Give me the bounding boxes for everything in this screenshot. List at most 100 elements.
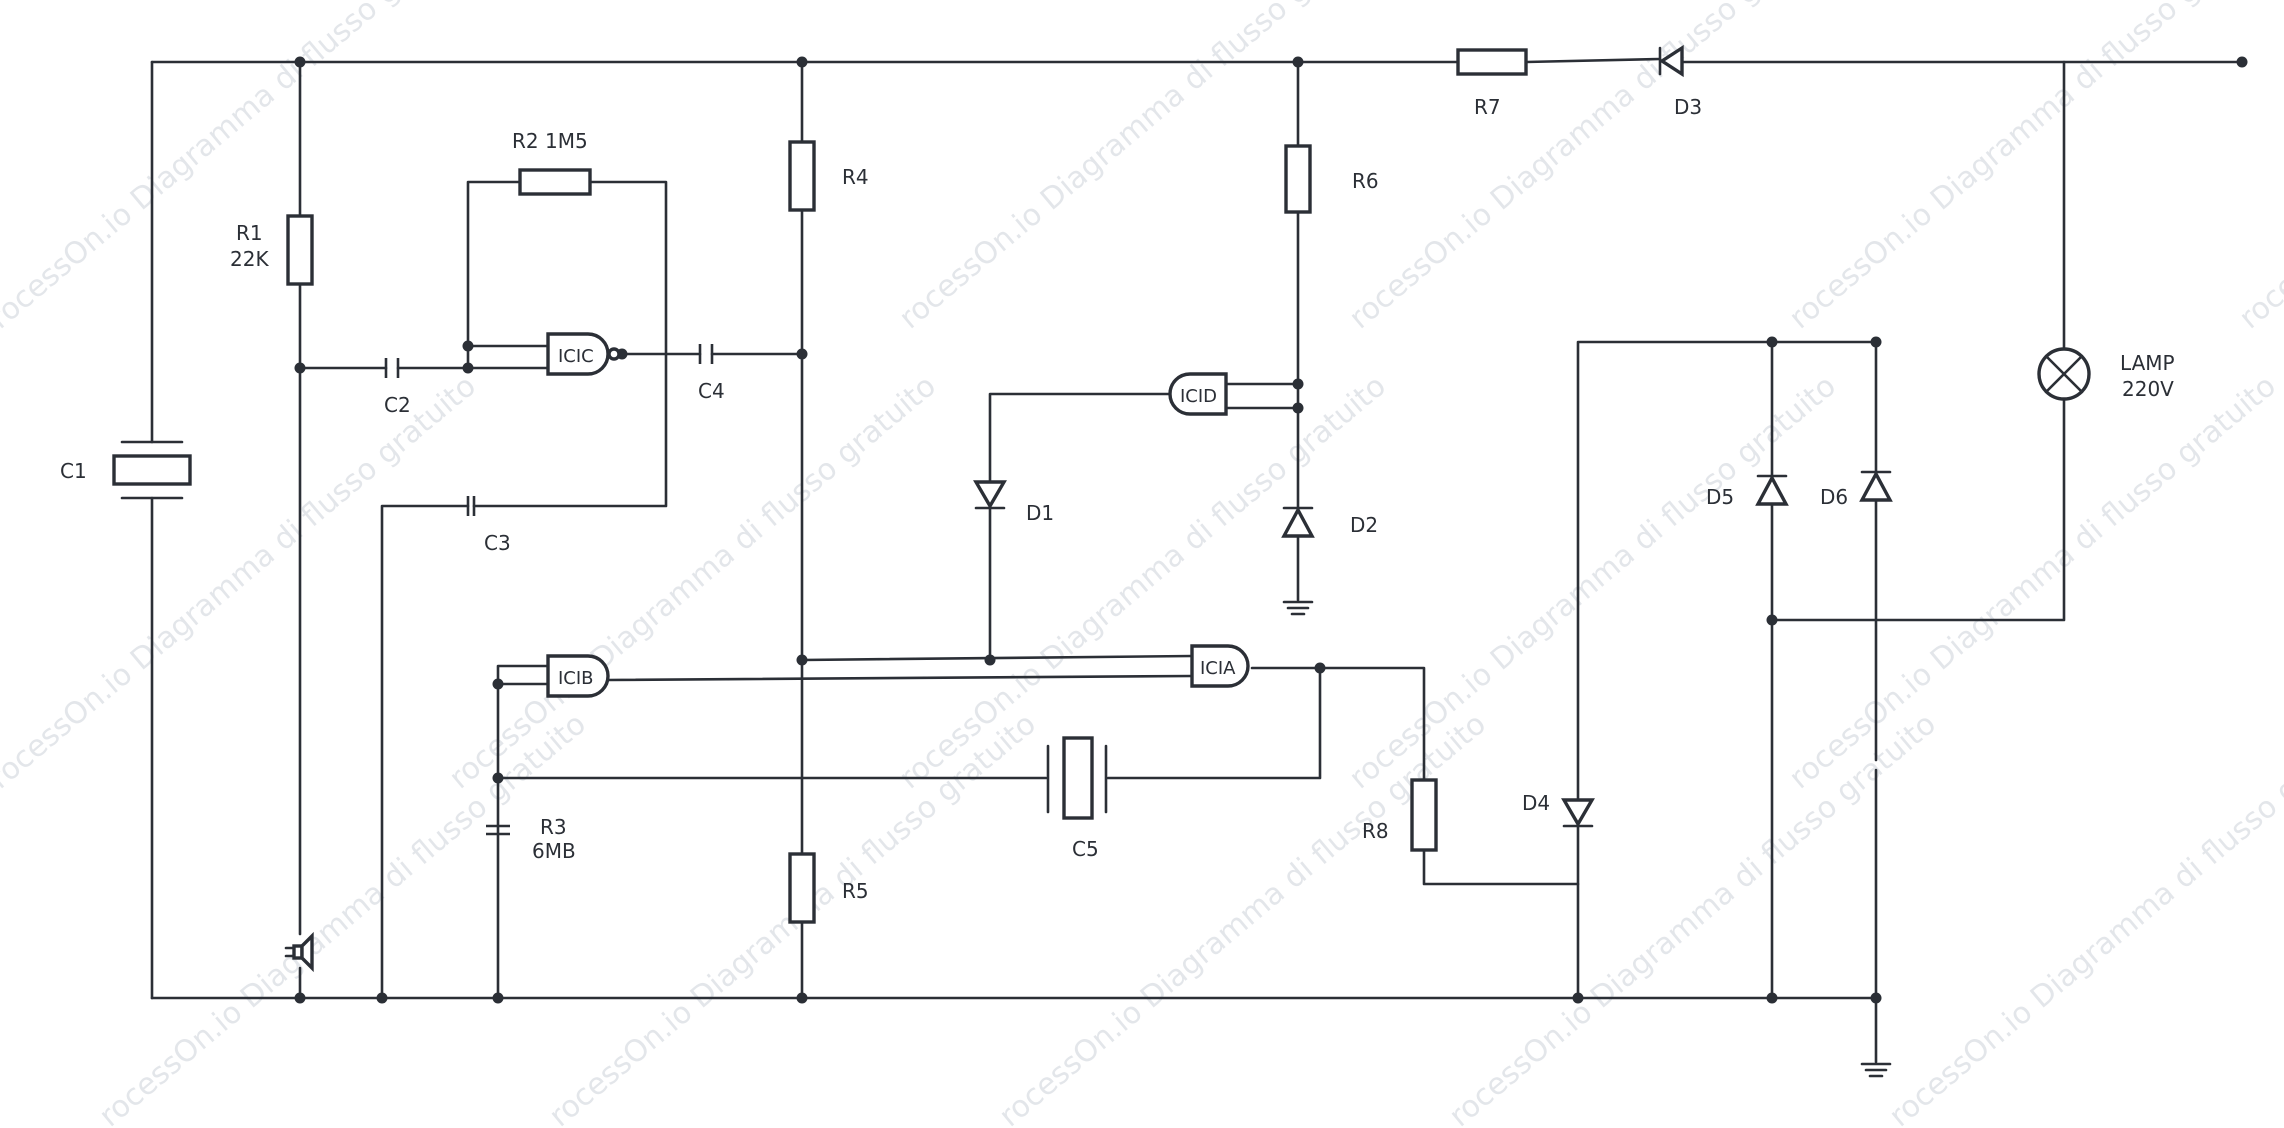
r2-label: R2 1M5	[512, 129, 588, 153]
c5-label: C5	[1072, 837, 1099, 861]
icib-icia-wire	[606, 674, 1194, 682]
c5-wire	[496, 666, 1322, 780]
diode-d1	[973, 480, 1007, 510]
junction-dot	[462, 362, 474, 374]
junction-dot	[984, 654, 996, 666]
r3-value-label: 6MB	[532, 839, 576, 863]
c1-body	[112, 454, 192, 486]
icic-input-wire	[466, 344, 550, 370]
lamp-value-label: 220V	[2122, 377, 2174, 401]
resistor-r5	[788, 852, 816, 924]
watermark: rocessOn.io Diagramma di flusso gratuito	[893, 0, 1393, 336]
diode-d5	[1755, 474, 1789, 506]
resistor-r2	[518, 168, 592, 196]
watermark: rocessOn.io Diagramma di flusso gratuito	[1343, 369, 1843, 797]
junction-dot	[492, 678, 504, 690]
d1-label: D1	[1026, 501, 1054, 525]
d1-body	[973, 480, 1007, 510]
speaker-cone	[300, 931, 314, 973]
d6-label: D6	[1820, 485, 1848, 509]
d5-label: D5	[1706, 485, 1734, 509]
gate-icia	[1190, 644, 1250, 688]
resistor-r7	[1456, 48, 1528, 76]
r2-feedback-wire	[466, 180, 668, 508]
watermark: rocessOn.io Diagramma di flusso gratuito	[2233, 0, 2284, 336]
resistor-r1	[286, 214, 314, 286]
junction-dot	[294, 992, 306, 1004]
junction-dot	[796, 348, 808, 360]
wires	[150, 57, 2244, 1064]
lamp-cross	[2044, 354, 2084, 394]
lamp-wire	[1770, 60, 2066, 622]
r3-name-label: R3	[540, 815, 567, 839]
diode-d3	[1658, 44, 1684, 78]
gate-icib	[546, 654, 610, 698]
d3-label: D3	[1674, 95, 1702, 119]
r7-label: R7	[1474, 95, 1501, 119]
icib-input-wire	[496, 664, 550, 1000]
watermark: rocessOn.io Diagramma di flusso gratuito	[1343, 0, 1843, 336]
watermark: rocessOn.io Diagramma di flusso gratuito	[0, 0, 483, 336]
watermark: rocessOn.io Diagramma di flusso gratuito	[93, 707, 593, 1128]
icia-output-wire	[1250, 666, 1580, 886]
icia-input-bus-wire	[800, 654, 1194, 662]
d4-label: D4	[1522, 791, 1550, 815]
diode-d6	[1859, 470, 1893, 502]
icic-label: ICIC	[558, 346, 594, 367]
c5-body	[1062, 736, 1094, 820]
junction-dot	[1766, 614, 1778, 626]
gate-icic-output-bubble	[607, 347, 621, 361]
watermark: rocessOn.io Diagramma di flusso gratuito	[893, 369, 1393, 797]
lamp-symbol	[2037, 347, 2091, 401]
r5-label: R5	[842, 879, 869, 903]
junction-dot	[796, 56, 808, 68]
junction-dot	[376, 992, 388, 1004]
junction-dot	[492, 772, 504, 784]
d5-body	[1755, 474, 1789, 506]
gate-icid	[1168, 372, 1228, 416]
c1-label: C1	[60, 459, 87, 483]
d3-body	[1658, 44, 1684, 78]
resistor-r4	[788, 140, 816, 212]
d2-body	[1281, 506, 1315, 538]
diode-d4	[1561, 798, 1595, 828]
ground-symbol	[1860, 1062, 1892, 1078]
c4-label: C4	[698, 379, 725, 403]
junction-dot	[1292, 56, 1304, 68]
d2-label: D2	[1350, 513, 1378, 537]
d4-body	[1561, 798, 1595, 828]
capacitor-r3	[486, 824, 510, 836]
watermark: rocessOn.io Diagramma di flusso gratuito	[1883, 707, 2284, 1128]
resistor-r6	[1284, 144, 1312, 214]
resistor-r8	[1410, 778, 1438, 852]
icia-label: ICIA	[1200, 658, 1236, 679]
junction-dot	[2236, 56, 2248, 68]
watermark: rocessOn.io Diagramma di flusso gratuito	[0, 369, 483, 797]
capacitor-c4	[698, 344, 714, 364]
junction-dot	[294, 362, 306, 374]
d1-wire	[988, 392, 1172, 664]
r4-label: R4	[842, 165, 869, 189]
junction-dot	[796, 654, 808, 666]
watermark: rocessOn.io Diagramma di flusso gratuito	[443, 369, 943, 797]
icid-label: ICID	[1180, 386, 1217, 407]
watermark: rocessOn.io Diagramma di flusso gratuito	[1783, 0, 2283, 336]
junction-dot	[1766, 992, 1778, 1004]
capacitor-c1	[112, 440, 192, 500]
icib-label: ICIB	[558, 668, 594, 689]
c3-label: C3	[484, 531, 511, 555]
junction-dot	[492, 992, 504, 1004]
junction-dot	[1766, 336, 1778, 348]
junction-dot	[294, 56, 306, 68]
junction-dot	[1292, 402, 1304, 414]
c2-label: C2	[384, 393, 411, 417]
junction-dot	[1292, 378, 1304, 390]
capacitor-c3	[466, 496, 476, 516]
junctions	[294, 56, 2248, 1004]
junction-dot	[1870, 336, 1882, 348]
ground-symbol	[1282, 600, 1314, 616]
watermark: rocessOn.io Diagramma di flusso gratuito	[1783, 369, 2283, 797]
c3-wire	[380, 504, 470, 1000]
